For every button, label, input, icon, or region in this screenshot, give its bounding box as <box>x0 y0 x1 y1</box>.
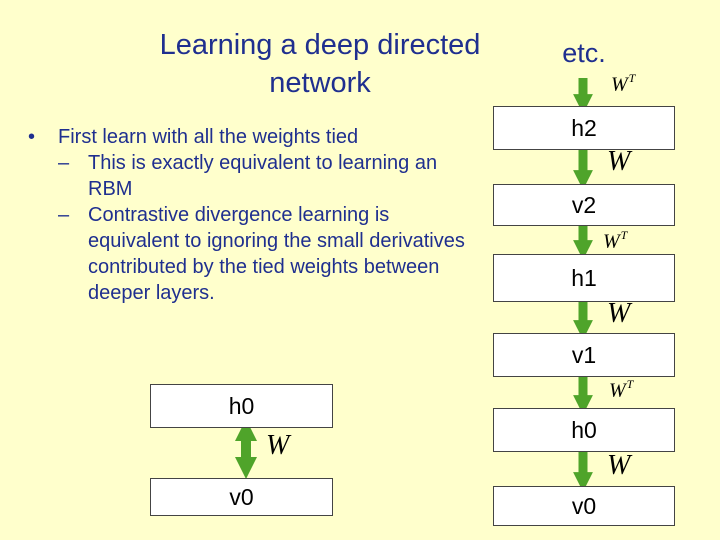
layer-box-h0-right: h0 <box>493 408 675 452</box>
weight-symbol: W <box>603 230 620 253</box>
weight-symbol: W <box>266 430 290 461</box>
transpose-marker: T <box>620 228 628 242</box>
layer-box-h0: h0 <box>150 384 333 428</box>
weight-label-transpose: WT <box>611 71 635 96</box>
layer-box-v2: v2 <box>493 184 675 226</box>
sub-bullet-item: – This is exactly equivalent to learning… <box>28 150 468 202</box>
layer-label: v2 <box>571 191 597 218</box>
layer-label: h0 <box>571 416 597 443</box>
layer-label: v0 <box>229 483 254 510</box>
bullet-item: • First learn with all the weights tied <box>28 124 468 150</box>
layer-box-v0-right: v0 <box>493 486 675 526</box>
weight-label: W <box>266 430 289 462</box>
slide-title: Learning a deep directed network <box>159 29 481 99</box>
sub-bullet-item: – Contrastive divergence learning is equ… <box>28 202 468 306</box>
weight-symbol: W <box>611 73 628 96</box>
weight-label-transpose: WT <box>603 228 627 253</box>
bullet-text: First learn with all the weights tied <box>58 126 359 148</box>
weight-label: W <box>607 450 630 482</box>
weight-symbol: W <box>607 146 631 177</box>
etc-label: etc. <box>562 38 606 68</box>
weight-label: W <box>607 298 630 330</box>
transpose-marker: T <box>626 377 634 391</box>
sub-bullet-dash: – <box>58 204 70 226</box>
layer-box-h2: h2 <box>493 106 675 150</box>
transpose-marker: T <box>628 71 636 85</box>
layer-box-v0: v0 <box>150 478 333 516</box>
layer-box-v1: v1 <box>493 333 675 377</box>
layer-box-h1: h1 <box>493 254 675 302</box>
sub-bullet-dash: – <box>58 152 70 174</box>
weight-symbol: W <box>607 450 631 481</box>
weight-symbol: W <box>609 379 626 402</box>
weight-symbol: W <box>607 298 631 329</box>
bullet-dot: • <box>28 126 36 148</box>
weight-label-transpose: WT <box>609 377 633 402</box>
layer-label: v1 <box>571 341 597 368</box>
weight-label: W <box>607 146 630 178</box>
layer-label: h2 <box>571 114 597 141</box>
layer-label: h1 <box>571 264 597 291</box>
bullet-list: • First learn with all the weights tied … <box>28 124 468 306</box>
layer-label: v0 <box>571 492 597 519</box>
sub-bullet-text: Contrastive divergence learning is equiv… <box>88 204 465 304</box>
layer-label: h0 <box>228 392 255 419</box>
sub-bullet-text: This is exactly equivalent to learning a… <box>88 152 438 200</box>
